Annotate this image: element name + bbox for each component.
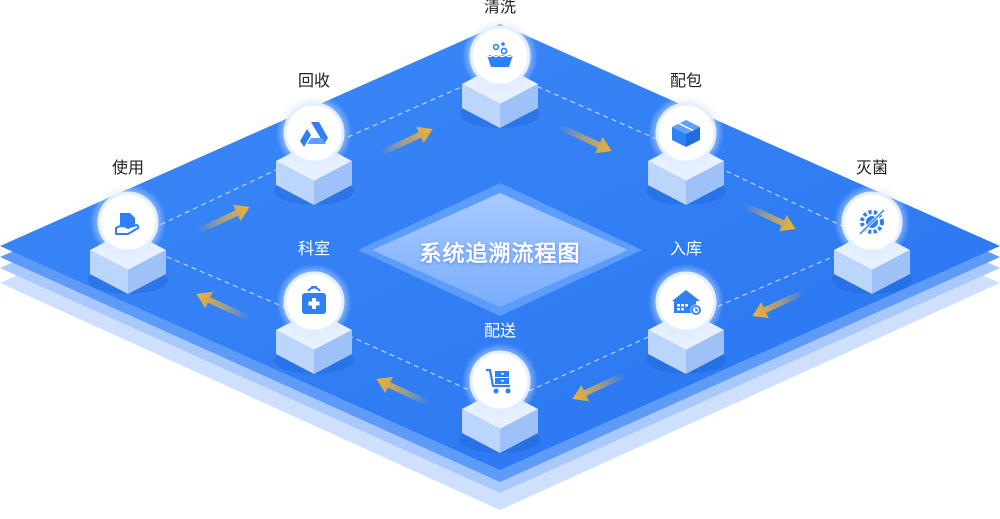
step-label-store: 入库 — [669, 241, 703, 258]
step-node-deliver — [460, 343, 540, 453]
step-node-pack — [646, 95, 726, 205]
wash-basin-icon — [486, 42, 514, 67]
flow-path — [127, 69, 874, 405]
flow-arrows — [195, 123, 807, 407]
flow-arrow — [752, 288, 807, 319]
diagram-title: 系统追溯流程图 — [419, 241, 581, 266]
flow-arrow — [196, 291, 251, 322]
step-label-clean: 清洗 — [483, 0, 517, 16]
hand-document-icon — [115, 213, 140, 235]
step-node-use — [88, 184, 168, 294]
gear-sterilize-icon — [858, 208, 886, 236]
box-icon — [672, 120, 700, 147]
flow-arrow — [741, 201, 796, 232]
icon-circle — [283, 102, 345, 164]
step-node-recycle — [274, 95, 354, 205]
step-label-pack: 配包 — [669, 73, 703, 90]
step-label-sterilize: 灭菌 — [855, 160, 889, 177]
step-label-deliver: 配送 — [483, 323, 517, 340]
flow-arrow — [376, 376, 431, 407]
step-label-dept: 科室 — [297, 241, 331, 258]
flow-arrow — [378, 126, 433, 157]
warehouse-icon — [672, 290, 702, 316]
drive-triangle-icon — [300, 122, 328, 147]
step-node-sterilize — [832, 184, 912, 294]
step-node-clean — [460, 18, 540, 128]
step-node-store — [646, 264, 726, 374]
flow-arrow — [557, 123, 612, 154]
step-node-dept — [274, 264, 354, 374]
flow-arrow — [195, 204, 250, 235]
medical-kit-icon — [302, 286, 326, 314]
flow-nodes — [88, 18, 912, 453]
cart-icon — [486, 368, 511, 394]
step-label-use: 使用 — [111, 160, 145, 177]
step-label-recycle: 回收 — [297, 73, 331, 90]
center-plate — [372, 193, 628, 307]
flow-arrow — [572, 371, 627, 402]
